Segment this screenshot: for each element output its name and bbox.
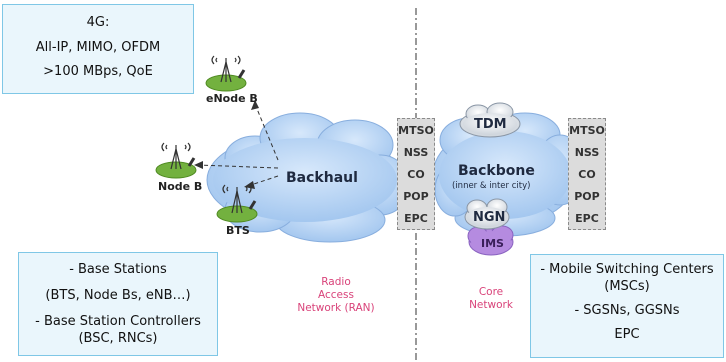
- backhaul-label: Backhaul: [286, 170, 358, 186]
- ims-label: IMS: [481, 237, 504, 250]
- backbone-sublabel: (inner & inter city): [452, 181, 531, 191]
- 4g-speed-line: >100 MBps, QoE: [43, 64, 153, 79]
- stack-item: NSS: [403, 146, 429, 159]
- core-elements-box: - Mobile Switching Centers (MSCs) - SGSN…: [530, 254, 724, 358]
- stack-item: MTSO: [398, 124, 434, 137]
- 4g-tech-line: All-IP, MIMO, OFDM: [35, 40, 161, 55]
- bts-tower-icon: [222, 184, 257, 214]
- base-stations-line: - Base Stations: [69, 262, 167, 277]
- stack-item: MTSO: [569, 124, 605, 137]
- core-network-label: Core Network: [466, 286, 516, 312]
- stack-item: CO: [578, 168, 596, 181]
- stack-item: NSS: [574, 146, 600, 159]
- link-arrows: [197, 103, 279, 187]
- ran-label: Radio Access Network (RAN): [296, 276, 376, 315]
- bsc-detail-line: (BSC, RNCs): [78, 331, 158, 346]
- base-stations-detail-line: (BTS, Node Bs, eNB…): [45, 288, 191, 303]
- nodeb-tower-icon: [161, 142, 196, 170]
- ran-label-line: Radio: [321, 276, 351, 288]
- core-label-line: Network: [469, 299, 513, 311]
- station-pads: [155, 74, 258, 223]
- ran-core-interface-stack: MTSO NSS CO POP EPC: [397, 118, 435, 230]
- core-label-line: Core: [478, 286, 504, 298]
- enodeb-tower-icon: [211, 55, 246, 83]
- 4g-info-box: 4G: All-IP, MIMO, OFDM >100 MBps, QoE: [2, 4, 194, 94]
- nodeb-label: Node B: [158, 180, 203, 193]
- sgsn-line: - SGSNs, GGSNs: [574, 303, 680, 318]
- ran-label-line: Access: [318, 289, 354, 301]
- base-stations-box: - Base Stations (BTS, Node Bs, eNB…) - B…: [18, 252, 218, 356]
- enodeb-label: eNode B: [206, 92, 258, 105]
- bsc-line: - Base Station Controllers: [35, 314, 201, 329]
- bts-label: BTS: [226, 224, 250, 237]
- 4g-heading: 4G:: [86, 15, 110, 30]
- stack-item: POP: [574, 190, 600, 203]
- ngn-label: NGN: [473, 210, 506, 225]
- core-interface-stack: MTSO NSS CO POP EPC: [568, 118, 606, 230]
- epc-line: EPC: [614, 327, 640, 342]
- ran-label-line: Network (RAN): [297, 302, 375, 314]
- stack-item: EPC: [404, 212, 428, 225]
- stack-item: POP: [403, 190, 429, 203]
- stack-item: EPC: [575, 212, 599, 225]
- msc-detail-line: (MSCs): [604, 279, 650, 294]
- stack-item: CO: [407, 168, 425, 181]
- msc-line: - Mobile Switching Centers: [540, 262, 714, 277]
- backbone-label: Backbone: [458, 163, 535, 179]
- tdm-label: TDM: [474, 117, 507, 132]
